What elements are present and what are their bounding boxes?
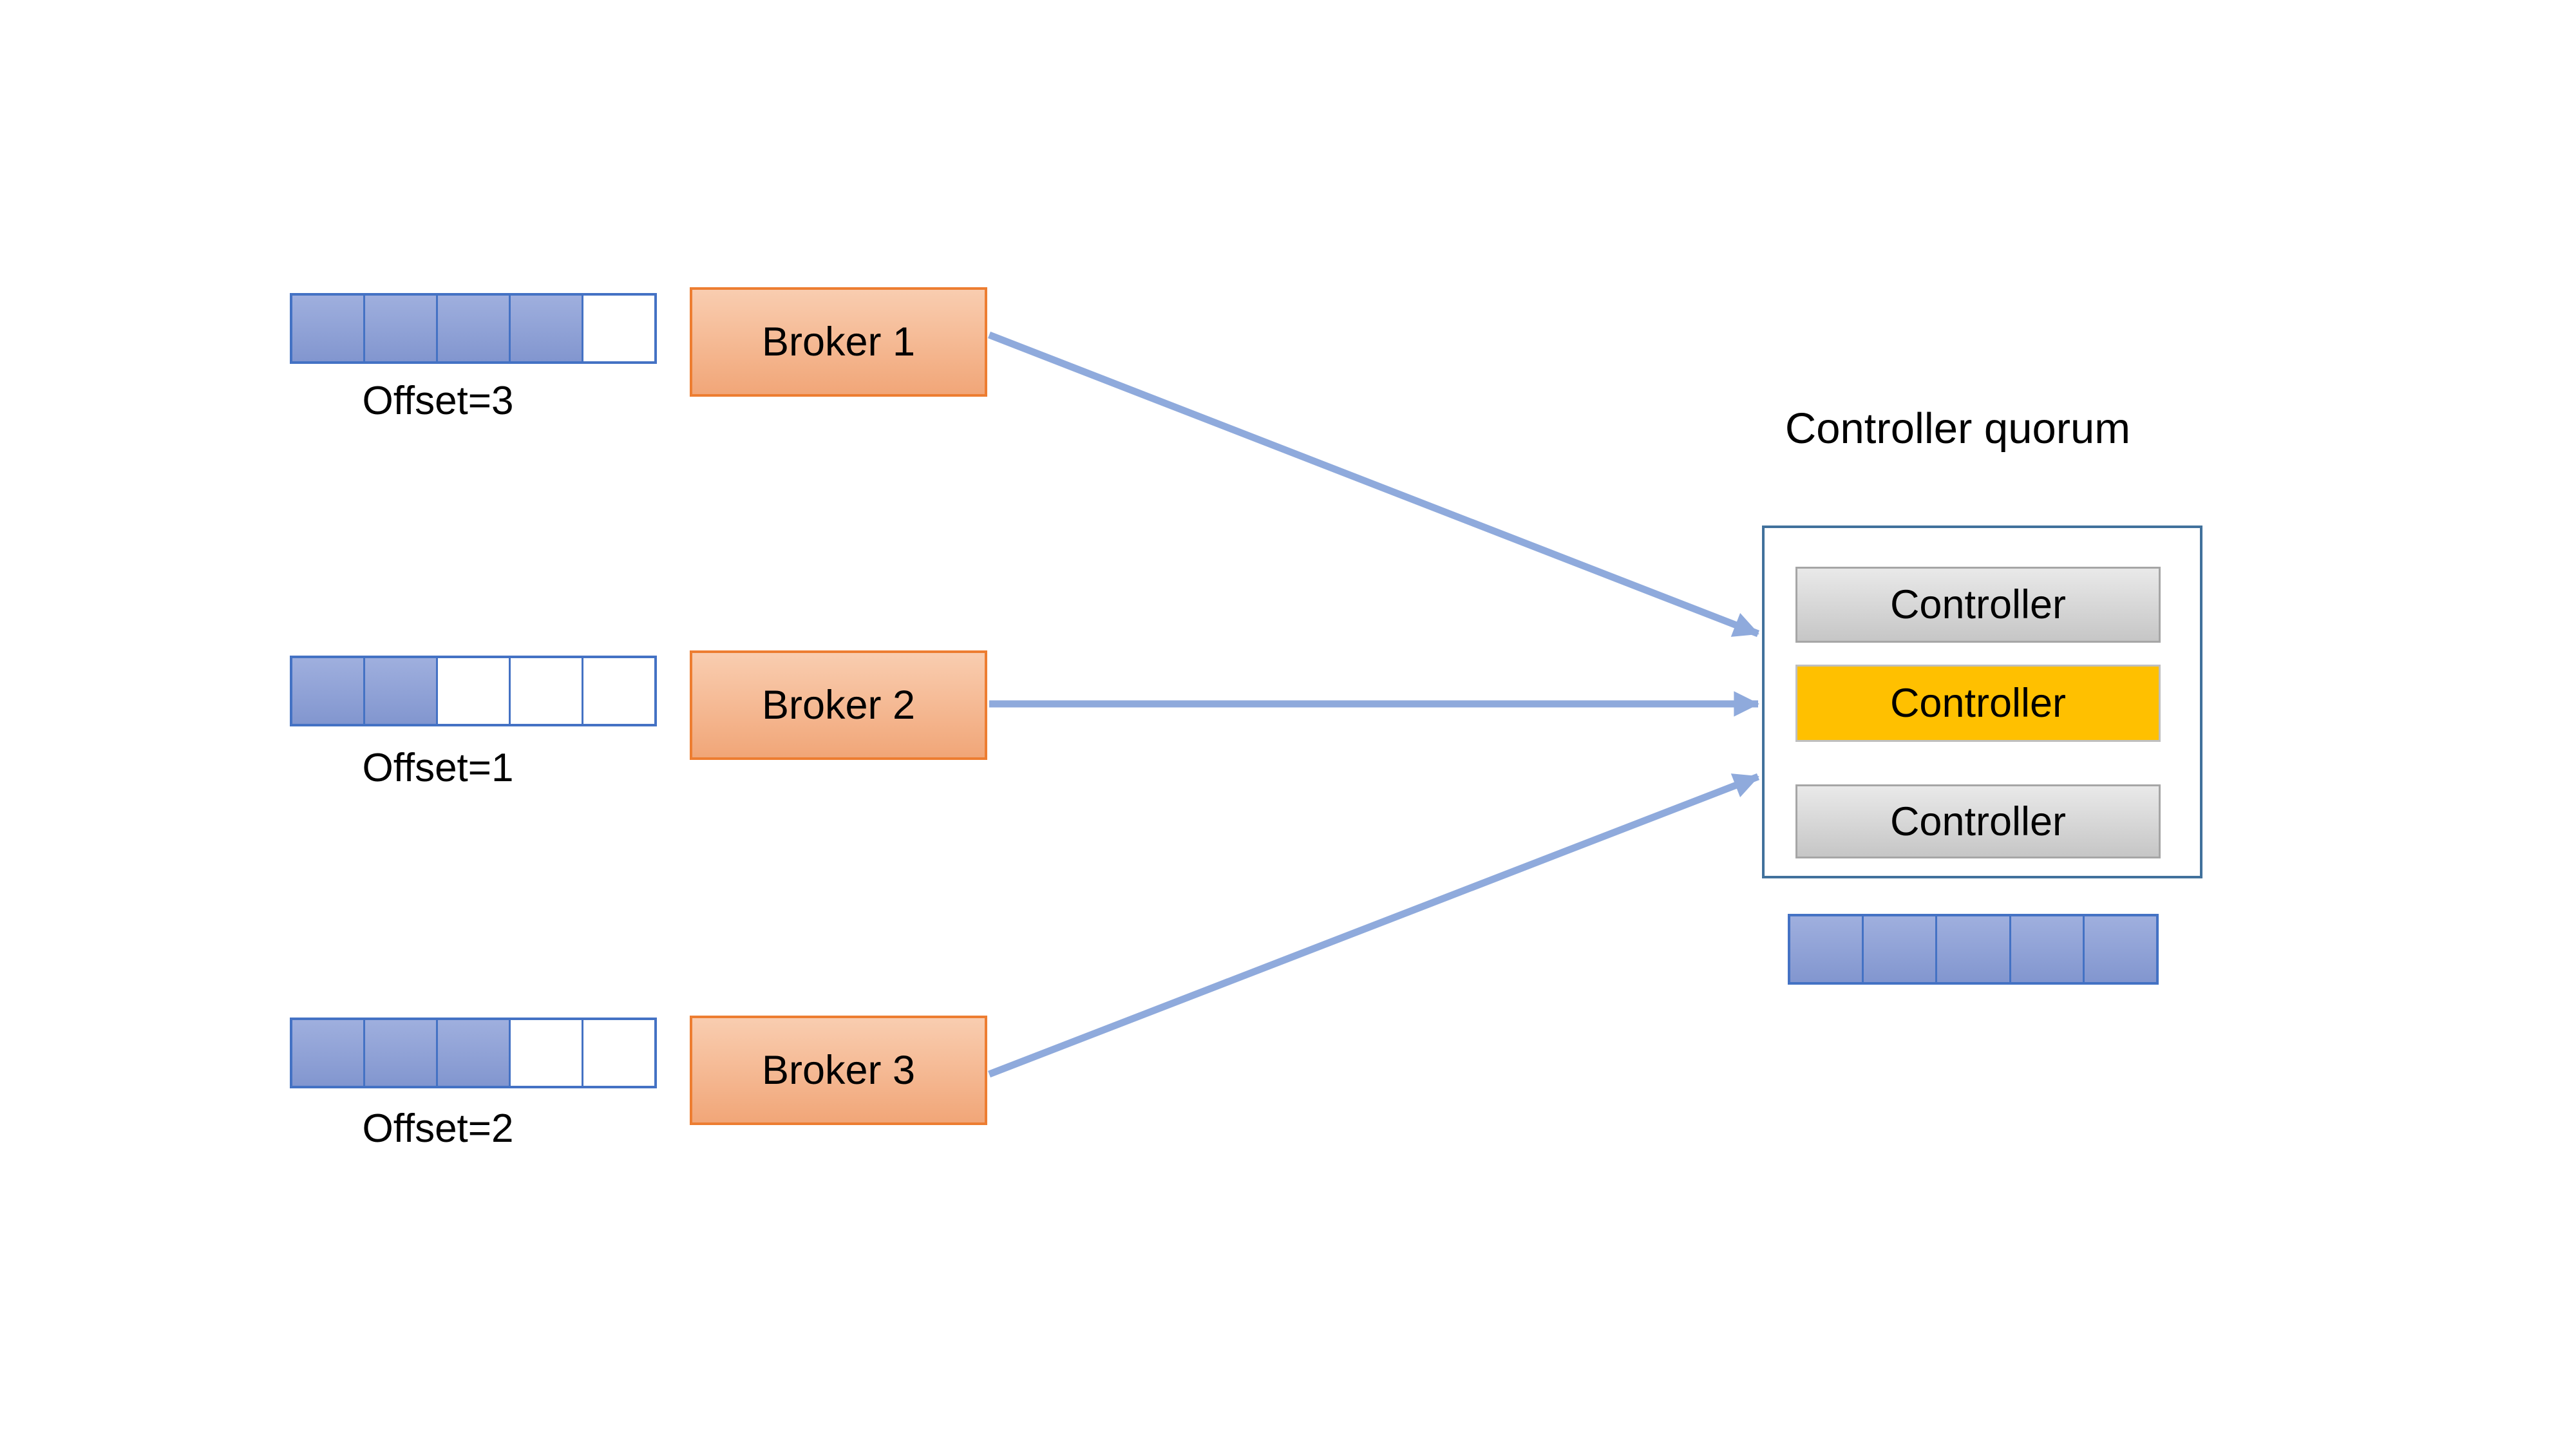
log-cell-filled [2084,916,2157,982]
log-cell-filled [292,658,365,724]
controller-box-standby-2: Controller [1795,784,2161,858]
controller-quorum-title: Controller quorum [1785,404,2131,453]
log-cell-filled [292,1020,365,1086]
broker-2-label: Broker 2 [761,683,916,728]
partition-log-broker-2 [290,656,657,726]
broker-2-box: Broker 2 [690,650,987,760]
log-cell-filled [1864,916,1938,982]
broker-3-label: Broker 3 [761,1048,916,1093]
arrow-broker3-to-controller-quorum [988,773,1759,1078]
log-cell-filled [438,296,511,361]
offset-label-broker-2: Offset=1 [362,746,514,790]
broker-3-box: Broker 3 [690,1016,987,1125]
log-cell-filled [365,296,438,361]
log-cell-filled [292,296,365,361]
log-cell-filled [365,1020,438,1086]
log-cell-filled [2011,916,2085,982]
arrow-broker1-to-controller-quorum [988,331,1759,638]
log-cell-empty [511,1020,583,1086]
controller-label: Controller [1889,582,2067,627]
controller-box-active: Controller [1795,665,2161,742]
quorum-metadata-log [1788,914,2159,985]
log-cell-empty [583,296,654,361]
partition-log-broker-3 [290,1018,657,1088]
controller-box-standby-1: Controller [1795,567,2161,643]
offset-label-broker-1: Offset=3 [362,379,514,423]
log-cell-filled [511,296,583,361]
log-cell-filled [438,1020,511,1086]
log-cell-empty [511,658,583,724]
log-cell-empty [438,658,511,724]
controller-quorum-box: Controller Controller Controller [1762,526,2202,878]
broker-1-box: Broker 1 [690,287,987,397]
controller-label: Controller [1889,681,2067,726]
log-cell-filled [1937,916,2011,982]
log-cell-filled [365,658,438,724]
log-cell-empty [583,658,654,724]
offset-label-broker-3: Offset=2 [362,1106,514,1151]
log-cell-filled [1790,916,1864,982]
controller-label: Controller [1889,799,2067,844]
broker-1-label: Broker 1 [761,319,916,365]
partition-log-broker-1 [290,293,657,364]
log-cell-empty [583,1020,654,1086]
